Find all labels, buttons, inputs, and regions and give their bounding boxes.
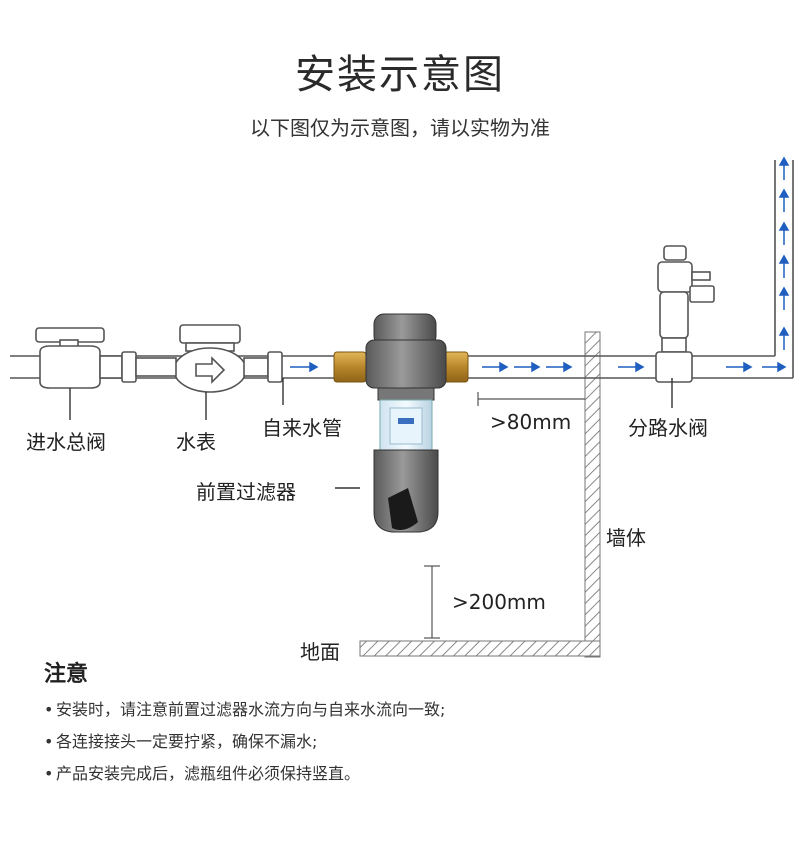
label-branch-valve: 分路水阀 bbox=[628, 416, 708, 440]
dim-200mm bbox=[424, 565, 440, 639]
water-meter-icon bbox=[135, 324, 283, 393]
notes-heading: 注意 bbox=[44, 662, 89, 687]
note-text: 安装时，请注意前置过滤器水流方向与自来水流向一致; bbox=[56, 700, 446, 719]
label-wall-distance: >80mm bbox=[490, 410, 572, 434]
label-water-meter: 水表 bbox=[176, 430, 216, 454]
note-item: •安装时，请注意前置过滤器水流方向与自来水流向一致; bbox=[44, 696, 445, 720]
page-title: 安装示意图 bbox=[295, 52, 505, 98]
floor bbox=[359, 640, 601, 657]
pipe-right bbox=[456, 160, 794, 379]
note-item: •各连接接头一定要拧紧，确保不漏水; bbox=[44, 728, 317, 752]
label-floor: 地面 bbox=[300, 640, 340, 664]
page-subtitle: 以下图仅为示意图，请以实物为准 bbox=[250, 116, 550, 140]
bullet-icon: • bbox=[44, 764, 54, 783]
branch-valve-icon bbox=[655, 245, 715, 383]
bullet-icon: • bbox=[44, 700, 54, 719]
label-main-valve: 进水总阀 bbox=[26, 430, 106, 454]
label-wall: 墙体 bbox=[606, 526, 646, 550]
dim-80mm bbox=[477, 392, 585, 406]
label-pre-filter: 前置过滤器 bbox=[196, 480, 296, 504]
flow-arrow-icon bbox=[290, 156, 790, 373]
filter-icon bbox=[333, 313, 469, 533]
wall bbox=[584, 331, 601, 658]
label-floor-distance: >200mm bbox=[452, 590, 546, 614]
note-text: 产品安装完成后，滤瓶组件必须保持竖直。 bbox=[56, 764, 361, 783]
label-tap-pipe: 自来水管 bbox=[262, 416, 342, 440]
main-valve-icon bbox=[35, 327, 137, 389]
leader-lines bbox=[69, 378, 673, 489]
note-text: 各连接接头一定要拧紧，确保不漏水; bbox=[56, 732, 318, 751]
note-item: •产品安装完成后，滤瓶组件必须保持竖直。 bbox=[44, 760, 360, 784]
bullet-icon: • bbox=[44, 732, 54, 751]
